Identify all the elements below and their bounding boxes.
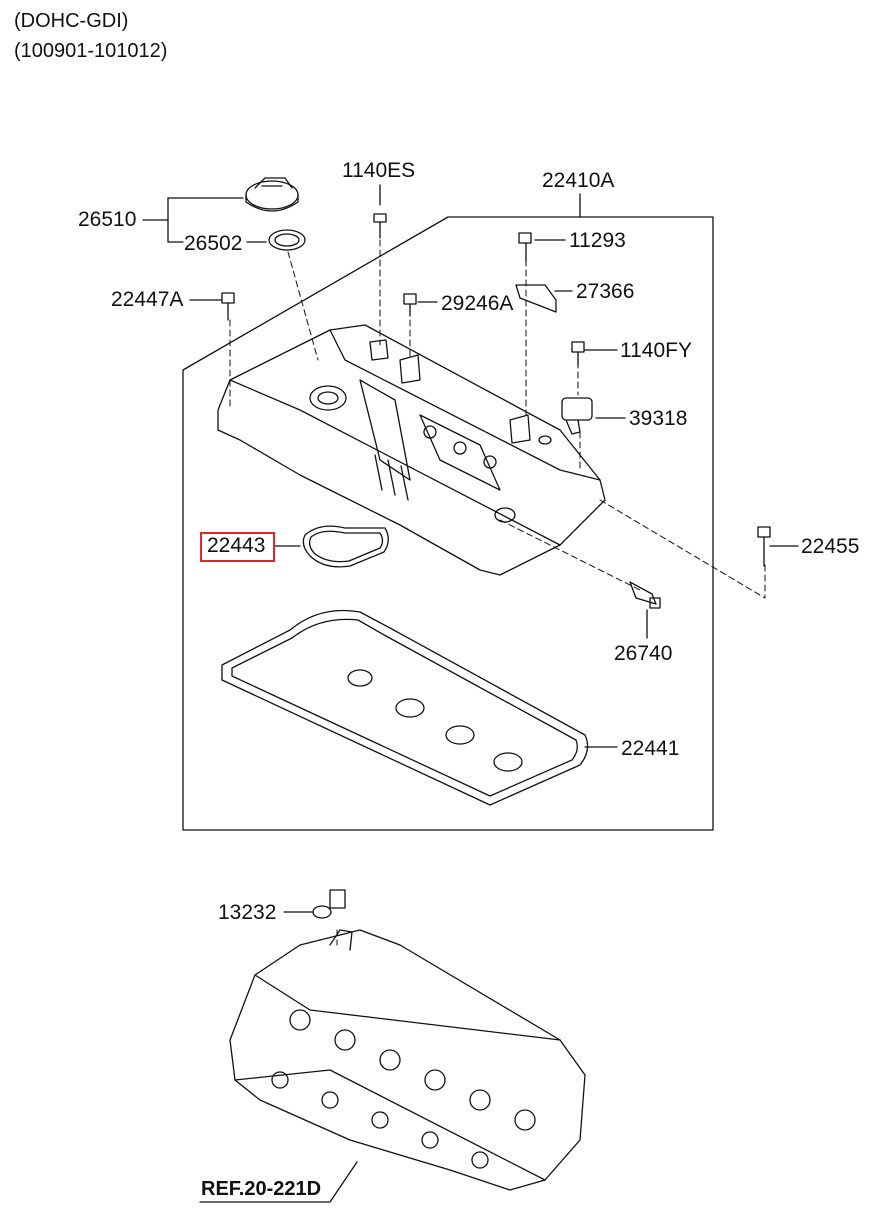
bolt-22447A: [221, 292, 235, 321]
drain-plug: [312, 889, 346, 919]
bolt-1140ES: [373, 213, 387, 239]
part-label-22447A[interactable]: 22447A: [111, 288, 184, 311]
part-label-27366[interactable]: 27366: [576, 280, 635, 303]
part-label-26502[interactable]: 26502: [184, 232, 243, 255]
cam-position-sensor: [561, 397, 593, 435]
part-label-22410A[interactable]: 22410A: [542, 169, 615, 192]
oil-temp-sensor: [629, 581, 661, 609]
rocker-cover: [217, 324, 606, 576]
part-label-39318[interactable]: 39318: [629, 407, 688, 430]
cap-gasket: [268, 229, 306, 251]
assembly-frame: [182, 216, 714, 831]
part-label-26740[interactable]: 26740: [614, 642, 673, 665]
part-label-13232[interactable]: 13232: [218, 901, 277, 924]
part-label-29246A[interactable]: 29246A: [441, 292, 514, 315]
part-label-22441[interactable]: 22441: [621, 737, 680, 760]
part-label-26510[interactable]: 26510: [78, 208, 137, 231]
part-label-1140ES[interactable]: 1140ES: [342, 159, 416, 182]
cylinder-head: [229, 929, 586, 1191]
reference-label[interactable]: REF.20-221D: [201, 1178, 322, 1200]
bolt-29246A: [403, 293, 417, 317]
bolt-11293: [518, 232, 532, 263]
rocker-cover-gasket: [221, 609, 589, 806]
bracket-27366: [515, 284, 557, 313]
date-range: (100901-101012): [14, 40, 168, 62]
part-label-22455[interactable]: 22455: [801, 535, 860, 558]
oil-filler-cap: [245, 177, 299, 212]
bolt-22455: [757, 526, 771, 567]
part-label-22443[interactable]: 22443: [207, 534, 266, 557]
gasket-22443: [302, 525, 389, 568]
highlight-box-22443: [200, 532, 275, 562]
bolt-1140FY: [571, 341, 585, 367]
engine-type: (DOHC-GDI): [14, 10, 129, 32]
part-label-1140FY[interactable]: 1140FY: [620, 339, 692, 362]
part-label-11293[interactable]: 11293: [569, 229, 626, 252]
